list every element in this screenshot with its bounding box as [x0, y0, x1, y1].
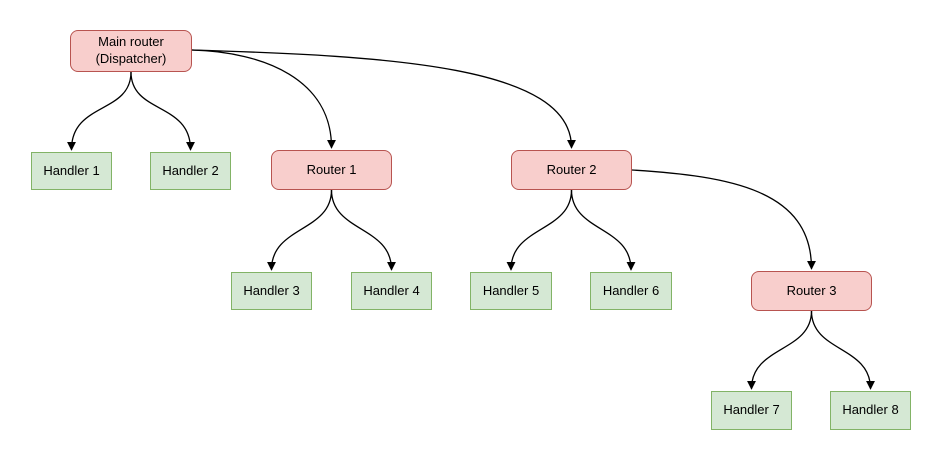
edge-router2-handler6	[570, 189, 636, 271]
edge-router1-handler3	[266, 189, 333, 271]
edge-router2-router3	[631, 169, 817, 270]
node-router-1: Router 1	[271, 150, 392, 190]
edge-main-handler1	[66, 71, 132, 151]
node-handler-2: Handler 2	[150, 152, 231, 190]
node-main-router: Main router (Dispatcher)	[70, 30, 192, 72]
node-handler-5: Handler 5	[470, 272, 552, 310]
node-handler-4: Handler 4	[351, 272, 432, 310]
node-handler-5-label: Handler 5	[482, 282, 540, 298]
edge-main-router1	[191, 49, 337, 149]
edge-router3-handler8	[810, 310, 876, 390]
edge-main-handler2	[130, 71, 196, 151]
node-handler-3-label: Handler 3	[243, 282, 300, 298]
node-router-2-label: Router 2	[546, 161, 597, 177]
node-router-3-label: Router 3	[786, 282, 837, 298]
node-handler-2-label: Handler 2	[162, 162, 219, 178]
edge-main-router2	[191, 49, 577, 149]
node-handler-8: Handler 8	[830, 391, 911, 430]
node-handler-4-label: Handler 4	[363, 282, 420, 298]
edge-router1-handler4	[330, 189, 397, 271]
node-handler-1-label: Handler 1	[43, 162, 100, 178]
node-handler-7: Handler 7	[711, 391, 792, 430]
edge-router2-handler5	[506, 189, 573, 271]
node-router-1-label: Router 1	[306, 161, 357, 177]
node-router-2: Router 2	[511, 150, 632, 190]
node-handler-6-label: Handler 6	[602, 282, 660, 298]
node-handler-3: Handler 3	[231, 272, 312, 310]
node-handler-7-label: Handler 7	[723, 402, 780, 418]
node-handler-6: Handler 6	[590, 272, 672, 310]
edge-router3-handler7	[746, 310, 813, 390]
node-router-3: Router 3	[751, 271, 872, 311]
node-handler-8-label: Handler 8	[842, 402, 899, 418]
node-main-router-label: Main router (Dispatcher)	[95, 34, 167, 66]
node-handler-1: Handler 1	[31, 152, 112, 190]
